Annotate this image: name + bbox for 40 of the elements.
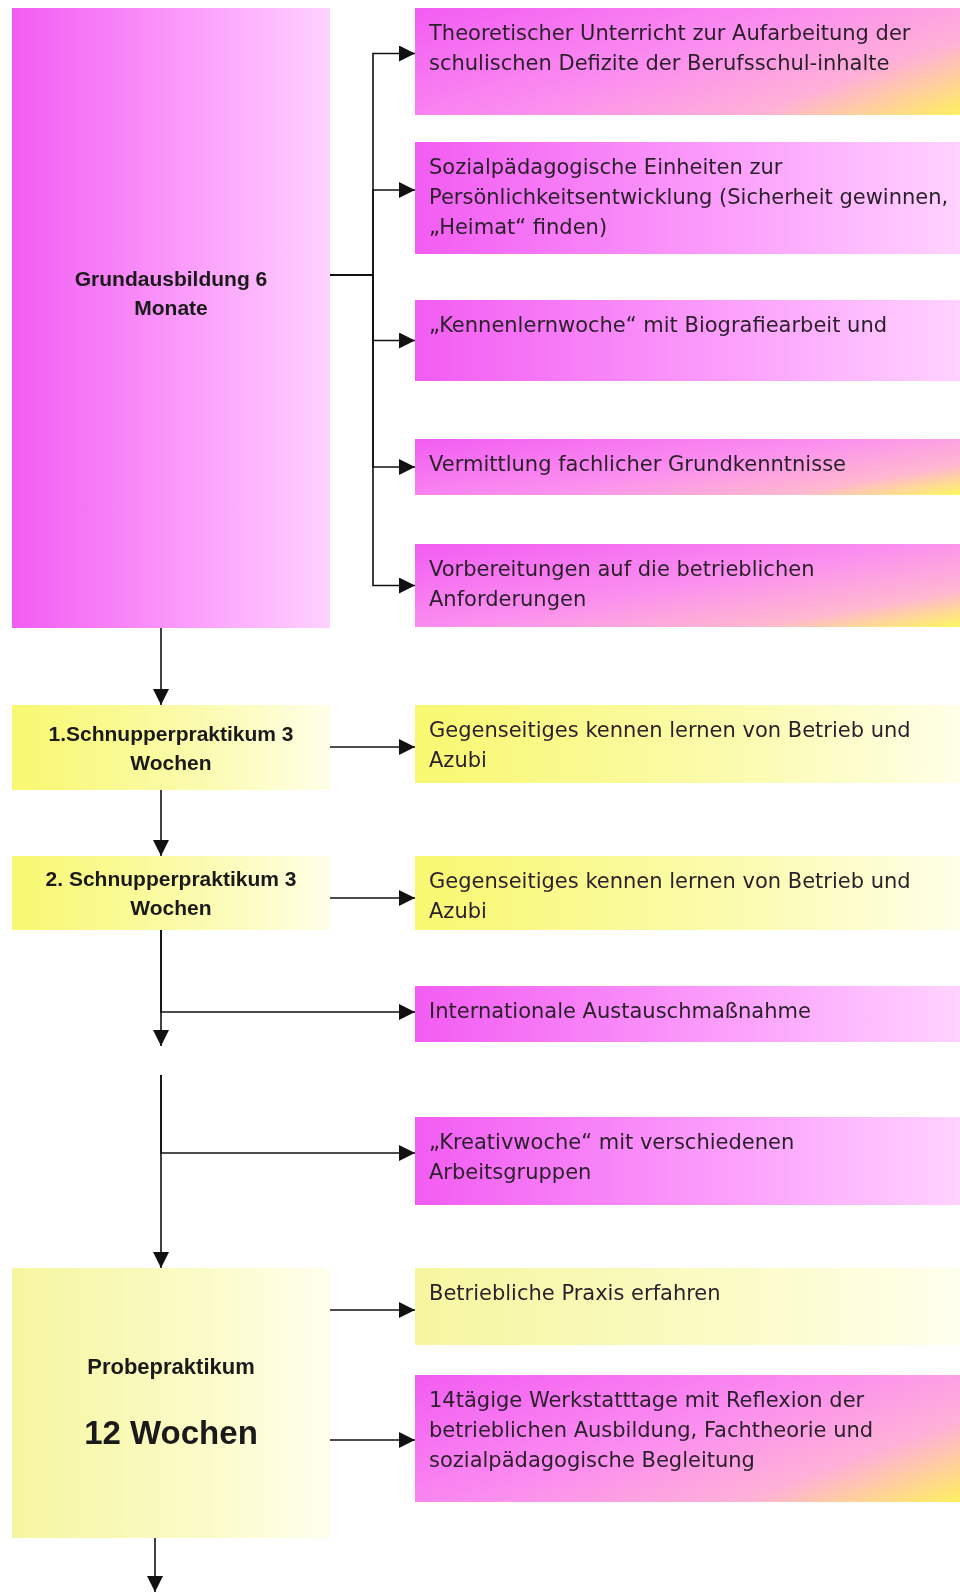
info-box: [415, 986, 960, 1042]
box-text: Gegenseitiges kennen lernen von Betrieb und Azubi: [429, 717, 912, 774]
box-text: Betriebliche Praxis erfahren: [429, 1280, 721, 1307]
info-box: [415, 439, 960, 495]
phase-box: [12, 8, 330, 628]
box-text: Vermittlung fachlicher Grundkenntnisse: [429, 451, 846, 478]
arrow: [153, 929, 169, 1047]
arrow: [329, 1432, 416, 1448]
info-box: [415, 1117, 960, 1205]
box-text: „Kreativwoche“ mit verschiedenen Arbeitsgruppen: [429, 1129, 796, 1186]
arrow: [147, 1537, 163, 1593]
duration-text: 12 Wochen: [84, 1414, 258, 1452]
arrow: [153, 789, 169, 857]
box-text: „Kennenlernwoche“ mit Biografiearbeit und: [429, 312, 888, 339]
box-text: 14tägige Werkstatttage mit Reflexion der betrieblichen Ausbildung, Fachtheorie und sozialpädagogische Begleitung: [429, 1387, 875, 1474]
phase-box: [12, 1268, 330, 1538]
arrow: [329, 739, 416, 755]
arrow: [329, 1302, 416, 1318]
phase-title: Probepraktikum: [87, 1354, 255, 1380]
arrow: [329, 890, 416, 906]
box-text: Sozialpädagogische Einheiten zur Persönlichkeitsentwicklung (Sicherheit gewinnen, „Heimat“ finden): [429, 154, 950, 241]
arrow: [153, 1074, 169, 1269]
info-box: [415, 8, 960, 115]
phase-box: [12, 856, 330, 930]
box-text: Theoretischer Unterricht zur Aufarbeitung der schulischen Defizite der Berufsschul-inhalte: [429, 20, 912, 77]
info-box: [415, 142, 960, 254]
info-box: [415, 705, 960, 783]
info-box: [415, 1375, 960, 1502]
box-text: Vorbereitungen auf die betrieblichen Anforderungen: [429, 556, 816, 613]
box-text: Internationale Austauschmaßnahme: [429, 998, 811, 1025]
info-box: [415, 300, 960, 381]
phase-title: 2. Schnupperpraktikum 3 Wochen: [44, 866, 298, 921]
phase-title: 1.Schnupperpraktikum 3 Wochen: [47, 720, 295, 776]
phase-box: [12, 705, 330, 790]
arrow: [153, 627, 169, 706]
box-text: Gegenseitiges kennen lernen von Betrieb und Azubi: [429, 868, 912, 925]
info-box: [415, 856, 960, 930]
info-box: [415, 544, 960, 627]
phase-title: Grundausbildung 6 Monate: [73, 266, 269, 321]
info-box: [415, 1268, 960, 1345]
